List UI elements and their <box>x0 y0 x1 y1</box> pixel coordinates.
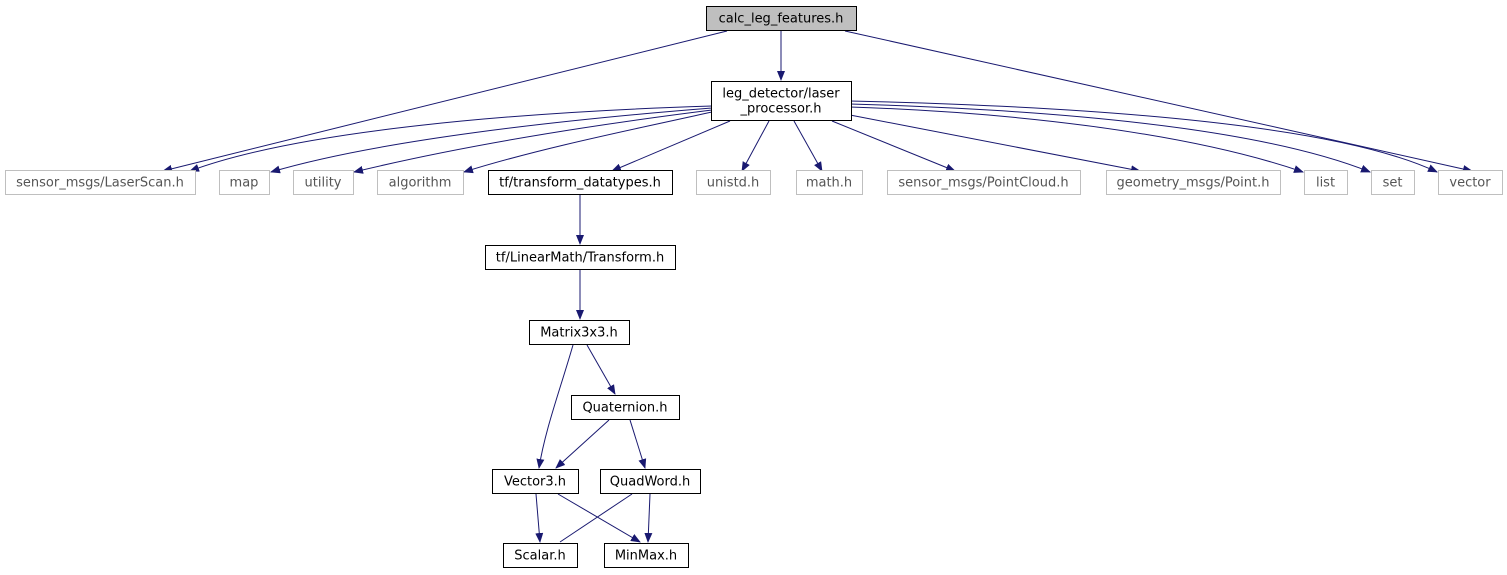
node-transform_datatypes[interactable]: tf/transform_datatypes.h <box>488 170 673 195</box>
nodes: calc_leg_features.h leg_detector/laser_pr… <box>5 6 1503 568</box>
node-box <box>503 543 578 568</box>
node-label: MinMax.h <box>615 549 677 564</box>
node-box <box>600 469 701 494</box>
edges <box>162 30 1473 543</box>
node-unistd: unistd.h <box>696 170 771 195</box>
edge-vector3-to-minmax <box>557 493 641 543</box>
node-box <box>492 469 579 494</box>
node-label: vector <box>1449 176 1491 191</box>
node-box <box>604 543 689 568</box>
node-label: tf/LinearMath/Transform.h <box>496 251 664 266</box>
edge-quaternion-to-vector3 <box>555 419 610 469</box>
node-calc_leg_features: calc_leg_features.h <box>706 6 857 31</box>
node-box <box>571 395 680 420</box>
node-label: QuadWord.h <box>610 475 690 490</box>
node-box <box>1438 170 1503 195</box>
node-box <box>293 170 354 195</box>
edge-laser_processor-to-pointcloud <box>831 120 956 172</box>
edge-matrix3x3-to-vector3 <box>536 344 574 469</box>
node-label: utility <box>305 176 342 191</box>
node-utility: utility <box>293 170 354 195</box>
node-label: Quaternion.h <box>582 401 667 416</box>
edge-laser_processor-to-point <box>849 114 1141 174</box>
node-vector: vector <box>1438 170 1503 195</box>
node-box <box>5 170 196 195</box>
edge-laser_processor-to-map <box>270 107 713 174</box>
node-quaternion[interactable]: Quaternion.h <box>571 395 680 420</box>
edge-matrix3x3-to-quaternion <box>586 344 616 395</box>
node-label: calc_leg_features.h <box>719 12 844 27</box>
node-laser_processor[interactable]: leg_detector/laser_processor.h <box>711 81 852 121</box>
node-label: geometry_msgs/Point.h <box>1117 176 1270 191</box>
node-label: _processor.h <box>740 102 822 117</box>
node-box <box>529 320 630 345</box>
edge-laser_processor-to-utility <box>353 109 713 174</box>
node-map: map <box>219 170 270 195</box>
edge-quadword-to-minmax <box>644 493 653 543</box>
node-box <box>1106 170 1281 195</box>
node-box <box>377 170 464 195</box>
edge-laser_processor-to-set <box>849 103 1371 173</box>
node-label: sensor_msgs/LaserScan.h <box>16 176 184 191</box>
node-set: set <box>1371 170 1415 195</box>
node-box <box>887 170 1081 195</box>
node-label: map <box>230 176 259 191</box>
node-label: Scalar.h <box>514 549 565 564</box>
node-vector3[interactable]: Vector3.h <box>492 469 579 494</box>
node-label: tf/transform_datatypes.h <box>499 176 661 191</box>
edge-laser_processor-to-vector <box>849 100 1438 173</box>
node-box <box>1371 170 1415 195</box>
edge-quadword-to-scalar <box>559 493 633 543</box>
node-label: set <box>1383 176 1403 191</box>
node-scalar[interactable]: Scalar.h <box>503 543 578 568</box>
node-laserscan: sensor_msgs/LaserScan.h <box>5 170 196 195</box>
node-matrix3x3[interactable]: Matrix3x3.h <box>529 320 630 345</box>
node-box <box>796 170 863 195</box>
edge-calc_leg_features-to-vector <box>844 30 1473 173</box>
node-quadword[interactable]: QuadWord.h <box>600 469 701 494</box>
node-label: sensor_msgs/PointCloud.h <box>898 176 1068 191</box>
node-box <box>485 245 676 270</box>
edge-laser_processor-to-transform_datatypes <box>611 120 731 172</box>
node-label: list <box>1316 176 1335 191</box>
node-box <box>488 170 673 195</box>
node-label: math.h <box>806 176 852 191</box>
edge-vector3-to-scalar <box>535 493 544 543</box>
node-pointcloud: sensor_msgs/PointCloud.h <box>887 170 1081 195</box>
node-label: Vector3.h <box>504 475 566 490</box>
edge-calc_leg_features-to-laserscan <box>162 30 728 173</box>
edge-laser_processor-to-list <box>849 106 1304 173</box>
edge-laser_processor-to-unistd <box>741 120 770 172</box>
node-box <box>696 170 771 195</box>
node-point: geometry_msgs/Point.h <box>1106 170 1281 195</box>
node-label: algorithm <box>389 176 452 191</box>
node-minmax[interactable]: MinMax.h <box>604 543 689 568</box>
node-label: leg_detector/laser <box>722 87 840 102</box>
edge-quaternion-to-quadword <box>629 419 647 469</box>
node-label: unistd.h <box>707 176 760 191</box>
edge-laser_processor-to-algorithm <box>463 111 713 174</box>
node-box <box>706 6 857 31</box>
node-algorithm: algorithm <box>377 170 464 195</box>
edge-laser_processor-to-math <box>793 120 823 172</box>
node-box <box>711 81 852 121</box>
node-box <box>219 170 270 195</box>
node-label: Matrix3x3.h <box>540 326 618 341</box>
node-box <box>1304 170 1348 195</box>
node-transform[interactable]: tf/LinearMath/Transform.h <box>485 245 676 270</box>
node-math: math.h <box>796 170 863 195</box>
edge-laser_processor-to-laserscan <box>189 105 713 172</box>
node-list: list <box>1304 170 1348 195</box>
